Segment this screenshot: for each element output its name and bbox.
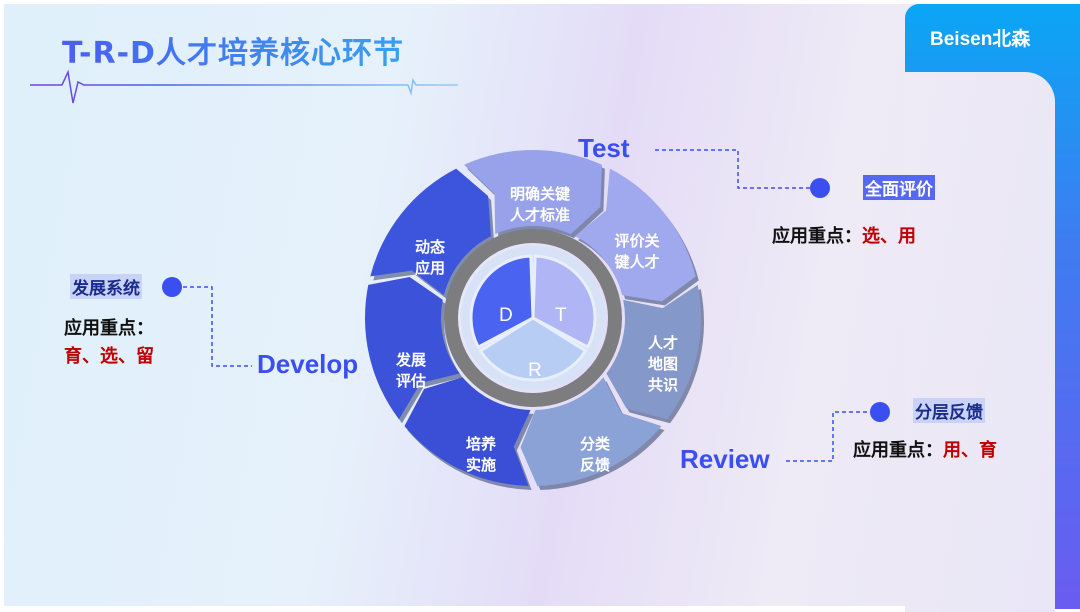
segment-label-feedback: 分类反馈 (579, 435, 610, 474)
ring-segment (370, 168, 491, 296)
core-slice-t (531, 254, 597, 350)
review-connector (786, 411, 872, 462)
test-label: Test (578, 133, 630, 163)
core-slice-r (478, 316, 588, 382)
review-label: Review (680, 444, 770, 474)
develop-focus-label: 应用重点： (64, 318, 154, 339)
segment-label-implement: 培养实施 (465, 435, 496, 474)
ring-segment (520, 377, 662, 486)
corner-cutout (905, 72, 1055, 612)
test-dot (810, 178, 830, 198)
ring-segment (464, 149, 602, 235)
beisen-logo: Beisen北森 (930, 29, 1031, 50)
develop-heading: 发展系统 (70, 274, 142, 299)
segment-label-apply: 动态应用 (414, 238, 445, 277)
develop-focus-value: 育、选、留 (64, 346, 154, 367)
review-dot (870, 402, 890, 422)
page-title: T-R-D人才培养核心环节 (62, 28, 404, 72)
test-connector (655, 149, 812, 189)
test-heading: 全面评价 (863, 175, 935, 200)
core-d: D (499, 305, 513, 326)
review-focus: 应用重点：用、育 (853, 440, 997, 461)
segment-label-standard: 明确关键人才标准 (509, 185, 570, 224)
heartbeat-line (30, 69, 458, 104)
core-pie (469, 254, 597, 382)
develop-connector (183, 286, 252, 367)
cycle-ring (365, 149, 704, 490)
test-focus: 应用重点：选、用 (772, 226, 916, 247)
ring-segment (365, 277, 460, 420)
develop-label: Develop (257, 349, 359, 379)
develop-dot (162, 277, 182, 297)
segment-label-evaluate: 评价关键人才 (614, 232, 660, 271)
segment-label-talent-map: 人才地图共识 (647, 334, 678, 394)
core-slice-d (469, 254, 535, 350)
ring-segment (575, 168, 696, 302)
ring-segment (606, 284, 701, 420)
inner-gray-ring (444, 229, 622, 407)
segment-label-assess: 发展评估 (395, 351, 426, 390)
core-r: R (528, 360, 542, 381)
review-heading: 分层反馈 (913, 398, 985, 423)
core-t: T (555, 305, 567, 326)
ring-segment (404, 377, 531, 486)
